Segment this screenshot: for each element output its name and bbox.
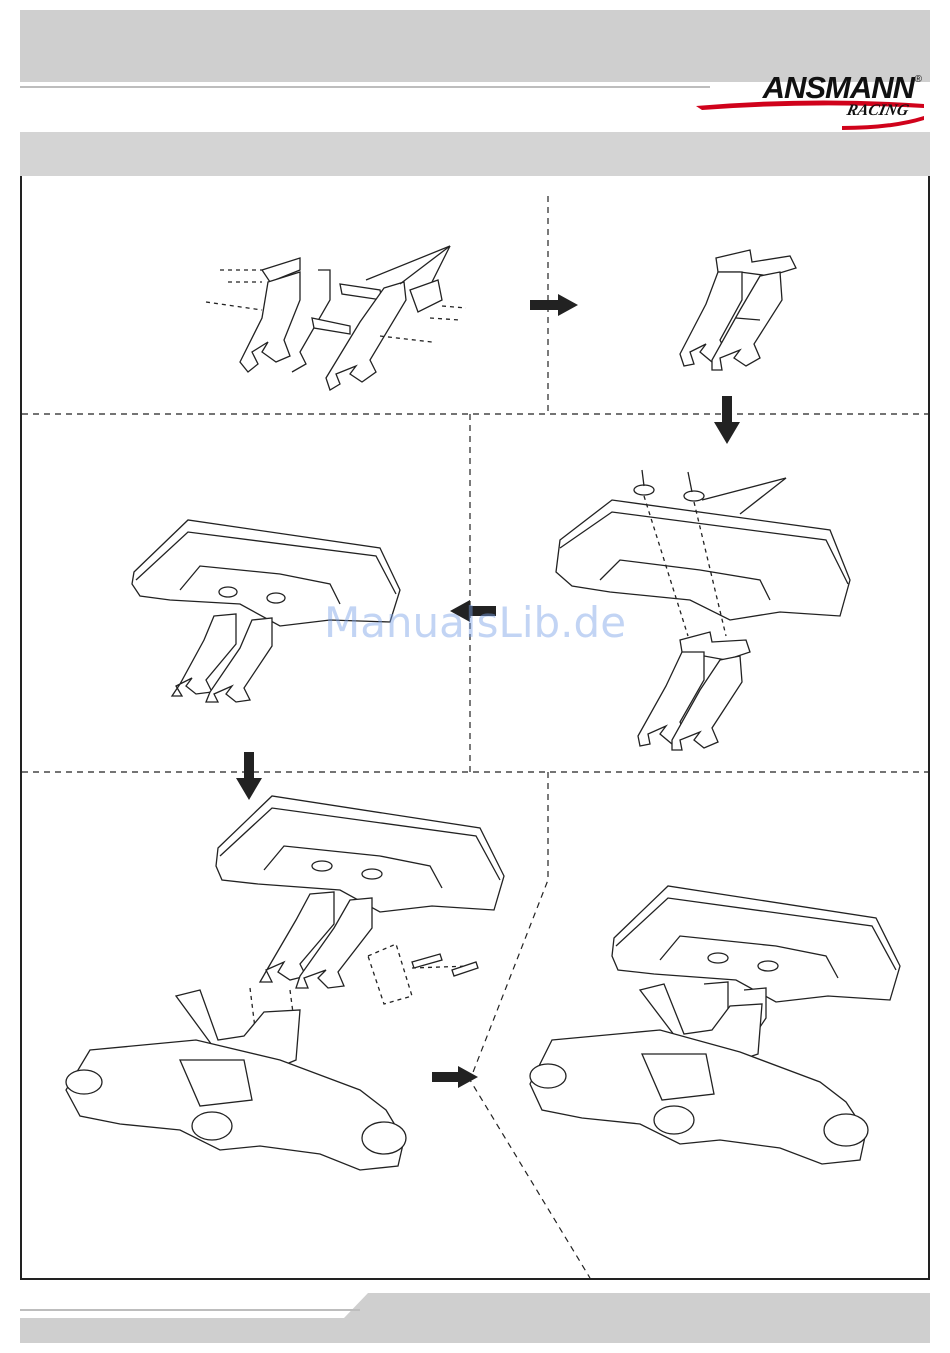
footer-bar [20, 1293, 930, 1343]
arrow-down-icon [236, 752, 262, 800]
wing-mount-exploded-drawing [206, 246, 466, 390]
watermark: ManualsLib.de [0, 598, 950, 647]
wing-on-chassis-drawing [530, 886, 900, 1164]
arrow-down-icon [714, 396, 740, 444]
wing-to-chassis-exploded-drawing [66, 796, 504, 1170]
arrow-right-icon [530, 294, 578, 316]
wing-mount-assembled-drawing [680, 250, 796, 370]
arrow-right-icon [432, 1066, 478, 1088]
